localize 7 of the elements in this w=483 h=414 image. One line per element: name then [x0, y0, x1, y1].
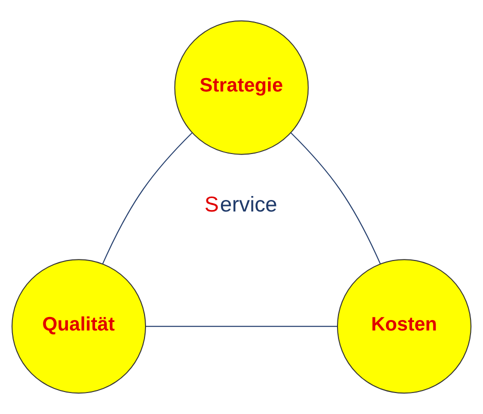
connector — [102, 132, 193, 264]
label: Service — [204, 192, 278, 216]
node-circle: Kosten — [336, 259, 472, 394]
connector — [145, 326, 338, 327]
node-circle: Qualität — [12, 259, 146, 394]
connector — [290, 132, 381, 264]
node-circle: Strategie — [174, 20, 309, 155]
